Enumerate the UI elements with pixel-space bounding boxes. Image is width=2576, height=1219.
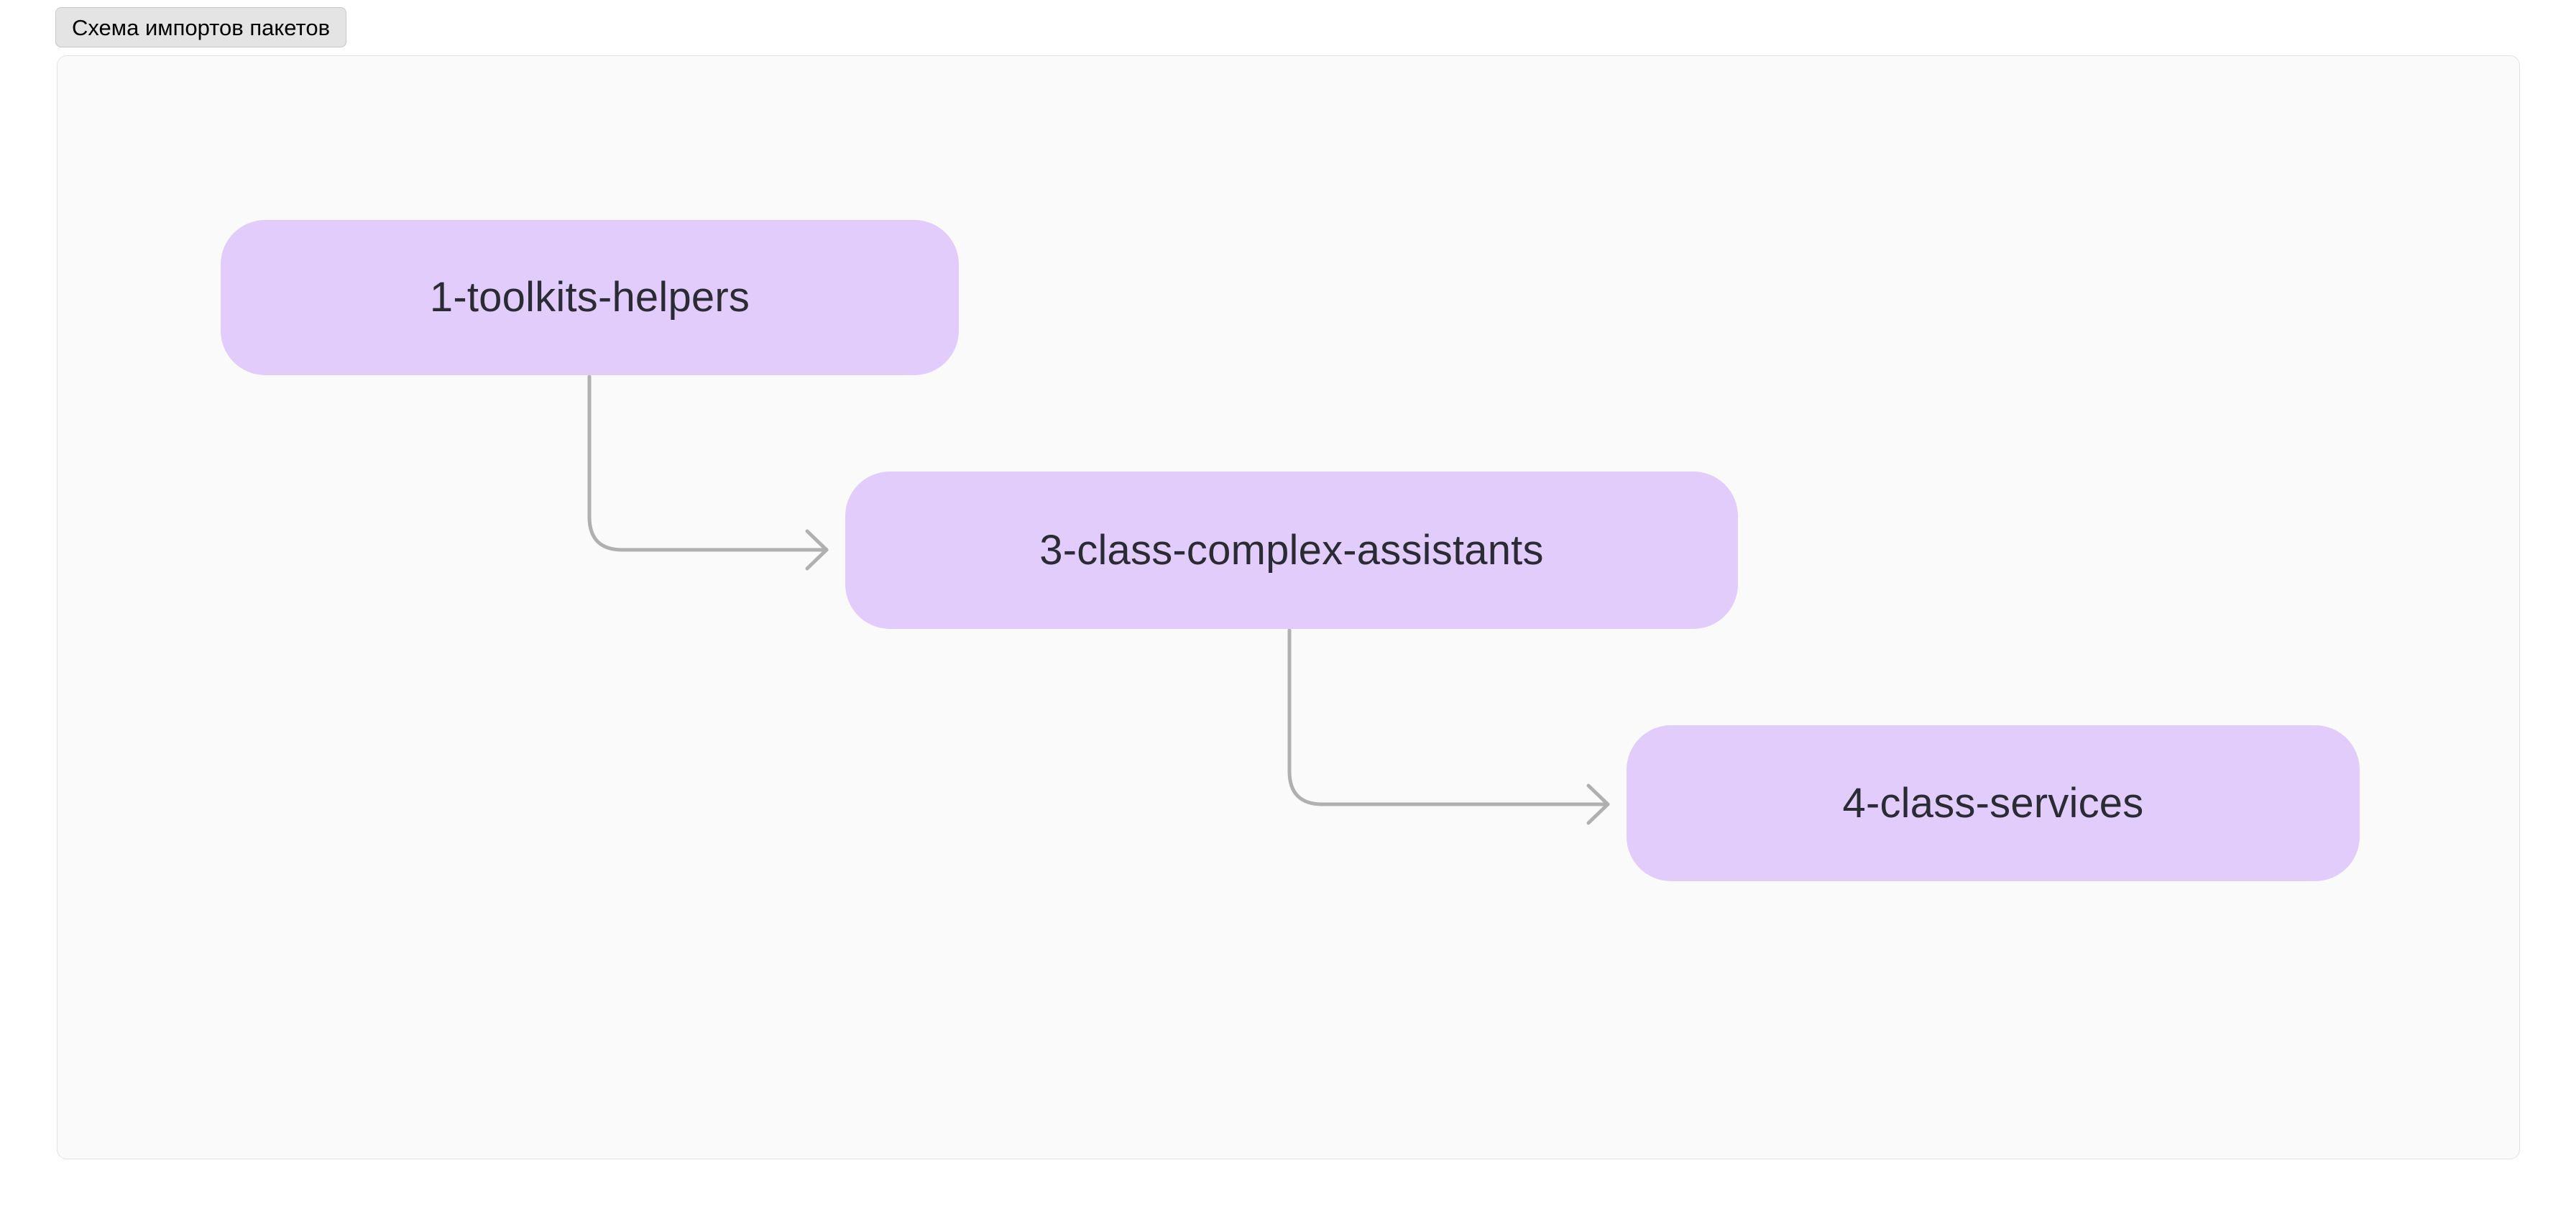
diagram-panel: 1-toolkits-helpers 3-class-complex-assis… — [57, 55, 2520, 1159]
edge-toolkits-helpers-to-class-complex-assistants — [587, 374, 829, 571]
arrowhead-icon — [805, 529, 829, 571]
graph-node-toolkits-helpers[interactable]: 1-toolkits-helpers — [221, 220, 959, 375]
graph-node-class-complex-assistants[interactable]: 3-class-complex-assistants — [845, 472, 1738, 629]
graph-node-label: 3-class-complex-assistants — [1039, 526, 1544, 574]
graph-node-label: 1-toolkits-helpers — [429, 274, 750, 321]
graph-canvas[interactable]: 1-toolkits-helpers 3-class-complex-assis… — [58, 56, 2519, 1159]
graph-node-label: 4-class-services — [1842, 779, 2144, 827]
edge-class-complex-assistants-to-class-services — [1287, 628, 1610, 825]
diagram-title-button[interactable]: Схема импортов пакетов — [55, 7, 347, 47]
arrowhead-icon — [1586, 783, 1610, 825]
graph-node-class-services[interactable]: 4-class-services — [1627, 725, 2360, 881]
diagram-title-label: Схема импортов пакетов — [72, 14, 331, 40]
